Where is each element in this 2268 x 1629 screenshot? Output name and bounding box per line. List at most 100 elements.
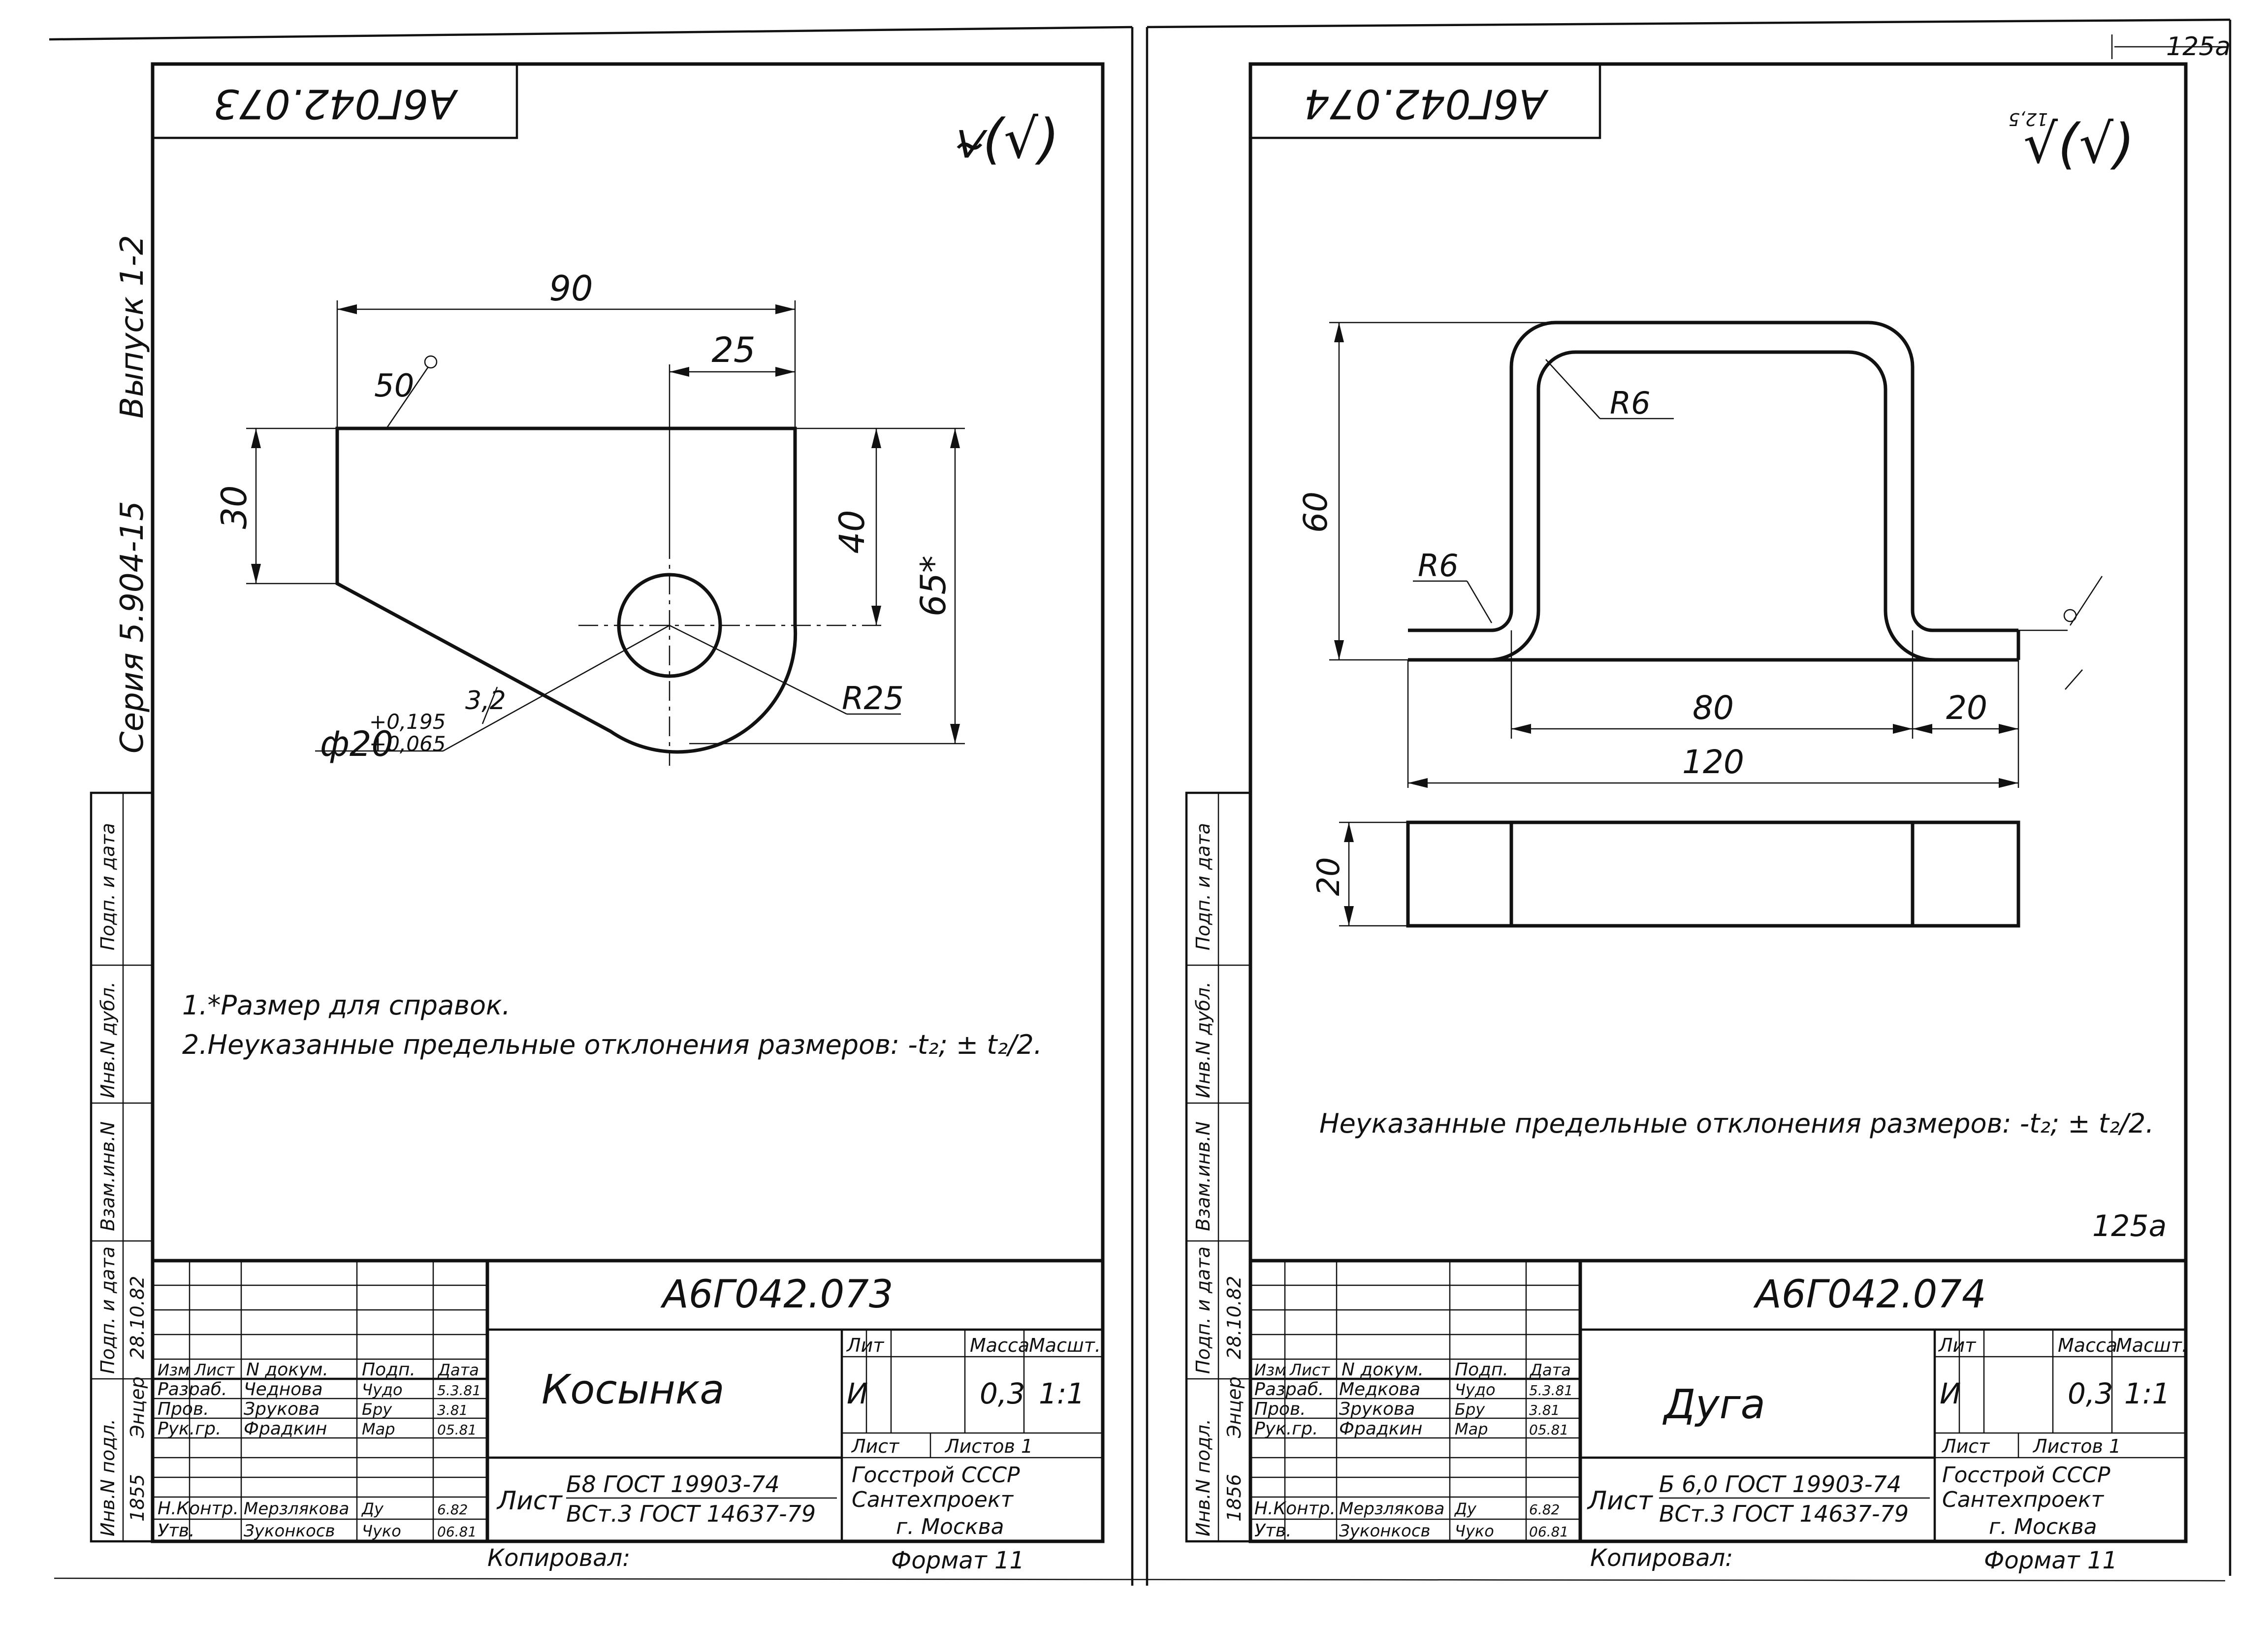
r-lit-value: И [1940,1377,1961,1410]
r-date-4: 6.82 [1529,1501,1560,1518]
sig-1: Чудо [362,1380,403,1399]
r-lit-header: Лит [1938,1335,1977,1356]
left-copied: Копировал: [487,1544,630,1572]
dim-3-2: 3,2 [465,686,506,716]
date-5: 06.81 [437,1524,477,1540]
sidebar-repl-inv: Взам.инв.N [97,1121,119,1231]
r-material-line-2: ВСт.3 ГОСТ 14637-79 [1659,1500,1909,1527]
r-name-3: Фрадкин [1339,1419,1422,1439]
dim-r6-top: R6 [1610,385,1651,421]
sidebar-dup-inv: Инв.N дубл. [97,981,119,1098]
name-1: Чеднова [244,1379,323,1400]
dim-60: 60 [1297,491,1335,533]
r-date-3: 05.81 [1529,1422,1568,1438]
name-4: Мерзлякова [244,1499,349,1519]
org-3: г. Москва [896,1514,1004,1539]
r-sidebar-sign-date-1: Подп. и дата [1192,823,1214,950]
sidebar-sign: Энцер [127,1376,148,1438]
left-stamp: А6Г042.073 [213,80,458,127]
hole-tol-bot: +0,065 [369,732,446,756]
right-note: Неуказанные предельные отклонения размер… [1319,1108,2154,1139]
hdr-izm: Изм [158,1361,190,1379]
r-name-2: Зрукова [1339,1399,1415,1419]
arc-plan-outline [1406,820,2020,928]
r-sig-5: Чуко [1455,1522,1494,1540]
r-org-3: г. Москва [1989,1514,2097,1539]
r-sidebar-sign: Энцер [1223,1376,1245,1438]
dim-120: 120 [1682,743,1744,781]
r-sig-2: Бру [1455,1400,1485,1419]
r-mass-value: 0,3 [2068,1377,2113,1410]
r-mass-header: Масса [2058,1335,2117,1356]
name-3: Фрадкин [244,1419,327,1439]
r-sidebar-orig-inv: Инв.N подл. [1192,1419,1214,1536]
left-format: Формат 11 [891,1547,1024,1574]
r-scale-value: 1:1 [2124,1377,2170,1410]
right-roughness-small: 12,5 [2009,109,2048,129]
left-title-block: А6Г042.073 Косынка Изм Лист N докум. Под… [153,1259,1103,1541]
left-stamp-box [151,63,518,139]
sig-2: Бру [362,1400,392,1419]
r-hdr-list: Лист [1289,1361,1330,1379]
left-roughness-mark: ⍱(√) [950,107,1059,170]
dim-20-plan: 20 [1310,857,1346,896]
r-sidebar-inv-no: 1856 [1223,1474,1245,1522]
r-hdr-izm: Изм [1254,1361,1286,1379]
left-part-name: Косынка [542,1367,725,1413]
r-role-dev: Разраб. [1254,1379,1324,1400]
r-hdr-doc: N докум. [1342,1360,1424,1380]
lit-header: Лит [846,1335,885,1356]
sheet-edges [49,18,2232,1586]
r-date-2: 3.81 [1529,1402,1560,1418]
dim-80: 80 [1693,689,1734,727]
r-sidebar-date: 28.10.82 [1223,1276,1245,1359]
dim-40: 40 [832,510,872,554]
sidebar-sign-date-1: Подп. и дата [97,823,119,950]
sidebar-sign-date-2: Подп. и дата [97,1246,119,1374]
sig-4: Ду [361,1499,384,1518]
r-role-appr: Утв. [1254,1521,1292,1541]
arc-front-outline [1408,321,2018,662]
r-name-4: Мерзлякова [1339,1499,1444,1519]
r-scale-header: Масшт. [2116,1335,2188,1356]
r-sidebar-sign-date-2: Подп. и дата [1192,1246,1214,1374]
dim-90: 90 [549,268,593,309]
r-sig-4: Ду [1454,1499,1477,1518]
role-dev: Разраб. [158,1379,227,1400]
r-hdr-date: Дата [1529,1361,1571,1379]
date-2: 3.81 [437,1402,468,1418]
right-page-mark: 125а [2092,1209,2167,1243]
r-sheet-header: Лист [1941,1435,1990,1457]
sheets-header: Листов 1 [944,1435,1033,1457]
dim-20: 20 [1946,689,1987,727]
left-sidebar: Подп. и дата Инв.N дубл. Взам.инв.N Подп… [90,791,154,1543]
hdr-date: Дата [437,1361,479,1379]
sheet-corner-label: 125а [2166,32,2231,62]
mass-header: Масса [970,1335,1029,1356]
left-title-code: А6Г042.073 [660,1272,894,1317]
right-copied: Копировал: [1590,1544,1733,1572]
sidebar-inv-no: 1855 [127,1474,148,1522]
date-4: 6.82 [437,1501,468,1518]
sidebar-orig-inv: Инв.N подл. [97,1419,119,1536]
dim-25: 25 [711,330,755,370]
right-part-name: Дуга [1662,1381,1765,1428]
left-sheet: А6Г042.073 ⍱(√) Серия 5.904-15 Выпуск 1-… [90,62,1105,1574]
note-1: 1.*Размер для справок. [182,990,511,1021]
r-material-prefix: Лист [1587,1486,1653,1516]
r-org-1: Госстрой СССР [1942,1463,2110,1488]
hdr-doc: N докум. [246,1360,328,1380]
right-roughness-mark: √(√) [2023,112,2135,175]
right-sidebar: Подп. и дата Инв.N дубл. Взам.инв.N Подп… [1185,791,1252,1543]
material-line-1: Б8 ГОСТ 19903-74 [566,1471,780,1498]
right-sheet: А6Г042.074 √(√) 12,5 R6 R6 60 80 20 [1185,62,2188,1574]
hole-dim: ф20 [320,724,393,764]
lit-value: И [847,1377,868,1410]
dim-30: 30 [214,485,255,529]
right-stamp: А6Г042.074 [1304,80,1549,127]
r-org-2: Сантехпроект [1942,1487,2104,1512]
right-stamp-box [1249,63,1601,139]
r-sidebar-repl-inv: Взам.инв.N [1192,1121,1214,1231]
r-date-5: 06.81 [1529,1524,1568,1540]
